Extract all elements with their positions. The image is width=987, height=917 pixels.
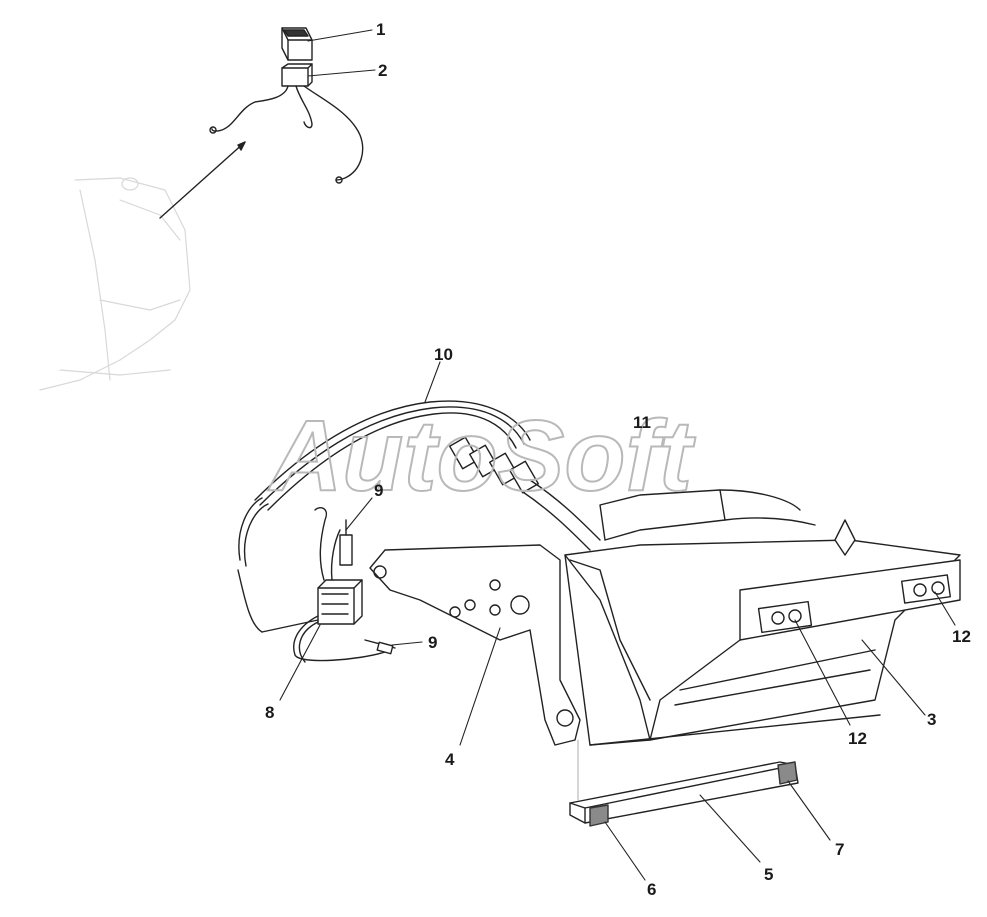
callout-9-lower: 9 [428,633,437,652]
side-plate-part-4 [369,544,581,746]
callout-4: 4 [445,750,455,769]
light-unit-part-12-left [757,600,813,634]
control-valve-part-8 [261,507,386,663]
light-unit-part-12-right [900,574,952,604]
fitting-part-9-upper [339,519,353,566]
wear-pad-part-7 [777,761,798,785]
callout-1: 1 [376,20,385,39]
bucket-body-part-3 [564,519,961,746]
callout-8: 8 [265,703,274,722]
switch-harness-part-2 [209,63,364,184]
callout-12-right: 12 [952,627,971,646]
leader-lines [279,29,956,881]
callout-11: 11 [633,413,651,432]
watermark-text: AutoSoft [267,400,696,512]
rocker-switch-part-1 [281,27,313,61]
callout-3: 3 [927,710,936,729]
callout-6: 6 [647,880,656,899]
callout-12-lower: 12 [848,729,867,748]
callout-5: 5 [764,865,773,884]
callout-7: 7 [835,840,844,859]
hose-bundle-part-10 [237,400,531,633]
fitting-part-9-lower [364,639,396,655]
pointer-arrow [159,141,246,219]
hose-couplings-part-11 [449,436,816,551]
background-machine-ghost [39,177,191,391]
callout-2: 2 [378,61,387,80]
callout-9-upper: 9 [374,481,383,500]
callout-10: 10 [434,345,453,364]
wear-pad-part-6 [589,804,609,827]
